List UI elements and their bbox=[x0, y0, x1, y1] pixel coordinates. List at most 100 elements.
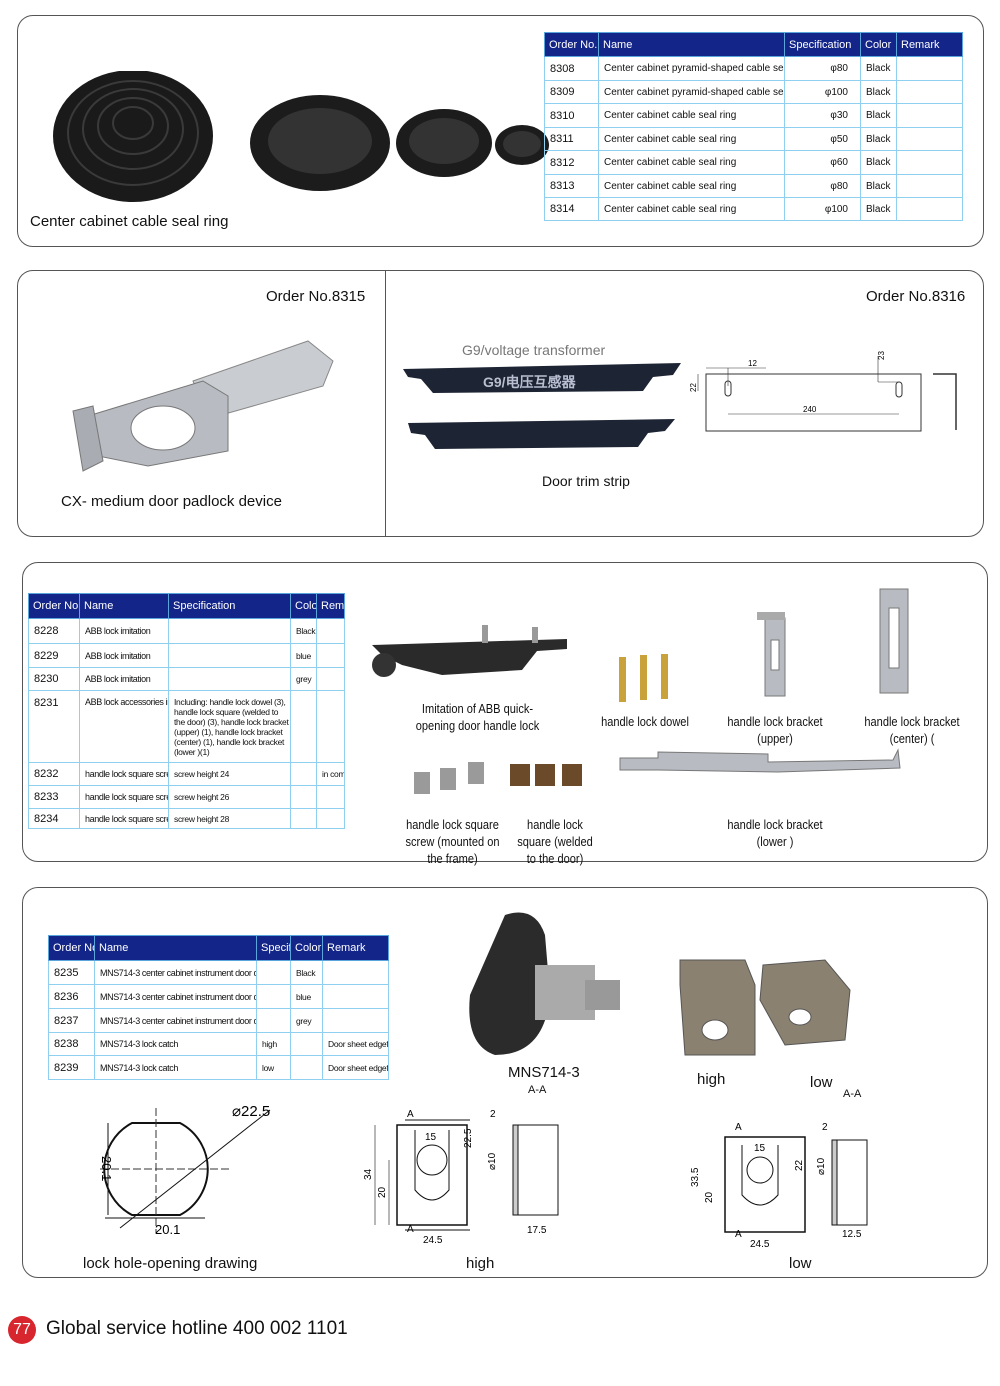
high-d10: ⌀10 bbox=[487, 1152, 498, 1170]
order-no-cell: 8229 bbox=[28, 643, 80, 668]
remark-cell bbox=[316, 690, 345, 763]
low-20: 20 bbox=[704, 1191, 715, 1203]
high-34: 34 bbox=[363, 1168, 374, 1180]
order-no-cell: 8311 bbox=[544, 127, 599, 151]
remark-cell bbox=[316, 643, 345, 668]
seal-ring-images bbox=[53, 71, 549, 202]
trim-strip-title: G9/voltage transformer bbox=[462, 342, 606, 358]
name-cell: MNS714-3 lock catch bbox=[94, 1032, 257, 1056]
spec-cell bbox=[256, 1008, 291, 1033]
dim-240: 240 bbox=[803, 405, 817, 414]
remark-cell bbox=[896, 127, 963, 151]
remark-cell: in common use bbox=[316, 762, 345, 786]
low-a: A bbox=[735, 1122, 742, 1133]
column-header: Remark bbox=[322, 935, 389, 961]
color-cell: grey bbox=[290, 1008, 323, 1033]
high-15: 15 bbox=[425, 1132, 437, 1143]
spec-cell: φ100 bbox=[784, 80, 861, 104]
spec-cell: low bbox=[256, 1055, 291, 1080]
remark-cell bbox=[322, 1008, 389, 1033]
service-hotline: Global service hotline 400 002 1101 bbox=[46, 1318, 348, 1339]
spec-cell: φ30 bbox=[784, 103, 861, 128]
low-15: 15 bbox=[754, 1143, 766, 1154]
column-header: Name bbox=[598, 32, 785, 57]
remark-cell bbox=[322, 984, 389, 1009]
order-no-cell: 8310 bbox=[544, 103, 599, 128]
order-no-cell: 8230 bbox=[28, 667, 80, 691]
name-cell: MNS714-3 center cabinet instrument door … bbox=[94, 960, 257, 985]
name-cell: ABB lock imitation bbox=[79, 618, 169, 644]
square-images bbox=[414, 762, 582, 794]
low-d10: ⌀10 bbox=[816, 1157, 827, 1175]
name-cell: Center cabinet cable seal ring bbox=[598, 127, 785, 151]
color-cell: blue bbox=[290, 643, 317, 668]
remark-cell bbox=[316, 785, 345, 809]
remark-cell: Door sheet edgefold: 33 bbox=[322, 1032, 389, 1056]
column-header: Specification bbox=[784, 32, 861, 57]
color-cell: Black bbox=[290, 960, 323, 985]
spec-cell: φ50 bbox=[784, 127, 861, 151]
spec-cell bbox=[168, 643, 291, 668]
low-drawing-caption: low bbox=[789, 1255, 812, 1272]
color-cell bbox=[290, 785, 317, 809]
spec-cell: φ80 bbox=[784, 56, 861, 81]
order-no-cell: 8309 bbox=[544, 80, 599, 104]
remark-cell bbox=[896, 103, 963, 128]
trim-strip-caption: Door trim strip bbox=[542, 473, 630, 489]
order-no-cell: 8238 bbox=[48, 1032, 95, 1056]
column-header: Remark bbox=[896, 32, 963, 57]
remark-cell bbox=[322, 960, 389, 985]
name-cell: Center cabinet pyramid-shaped cable seal… bbox=[598, 56, 785, 81]
color-cell bbox=[290, 762, 317, 786]
hole-drawing: ⌀22.5 20.1 20.1 bbox=[99, 1103, 271, 1237]
mns-lock-table: Order No.NameSpecificationColorRemark823… bbox=[48, 935, 389, 1080]
low-245: 24.5 bbox=[750, 1239, 770, 1250]
column-header: Color bbox=[860, 32, 897, 57]
order-no-cell: 8314 bbox=[544, 197, 599, 221]
low-2: 2 bbox=[822, 1122, 828, 1133]
high-caption: high bbox=[697, 1071, 726, 1088]
name-cell: handle lock square screw bbox=[79, 762, 169, 786]
color-cell bbox=[290, 1055, 323, 1080]
high-drawing: A A 15 22.5 34 20 24.5 2 ⌀10 17.5 bbox=[363, 1109, 559, 1246]
order-no-cell: 8236 bbox=[48, 984, 95, 1009]
color-cell bbox=[290, 690, 317, 763]
name-cell: MNS714-3 lock catch bbox=[94, 1055, 257, 1080]
square-caption: handle lock square (welded to the door) bbox=[517, 817, 593, 866]
order-no-cell: 8232 bbox=[28, 762, 80, 786]
low-335: 33.5 bbox=[690, 1167, 701, 1187]
name-cell: handle lock square screw bbox=[79, 808, 169, 829]
spec-cell: φ80 bbox=[784, 174, 861, 198]
spec-cell: Including: handle lock dowel (3), handle… bbox=[168, 690, 291, 763]
column-header: Order No. bbox=[48, 935, 95, 961]
dim-12: 12 bbox=[748, 359, 757, 368]
color-cell bbox=[290, 808, 317, 829]
order-no-cell: 8233 bbox=[28, 785, 80, 809]
remark-cell bbox=[896, 197, 963, 221]
color-cell: blue bbox=[290, 984, 323, 1009]
name-cell: MNS714-3 center cabinet instrument door … bbox=[94, 1008, 257, 1033]
color-cell: Black bbox=[860, 127, 897, 151]
padlock-device-image bbox=[72, 340, 334, 472]
low-caption: low bbox=[810, 1074, 833, 1091]
page-number-badge: 77 bbox=[8, 1316, 36, 1344]
color-cell: Black bbox=[860, 150, 897, 175]
color-cell: Black bbox=[860, 56, 897, 81]
bracket-lower-image bbox=[619, 748, 901, 773]
order-8316: Order No.8316 bbox=[866, 288, 966, 305]
bracket-center-image bbox=[879, 588, 909, 694]
